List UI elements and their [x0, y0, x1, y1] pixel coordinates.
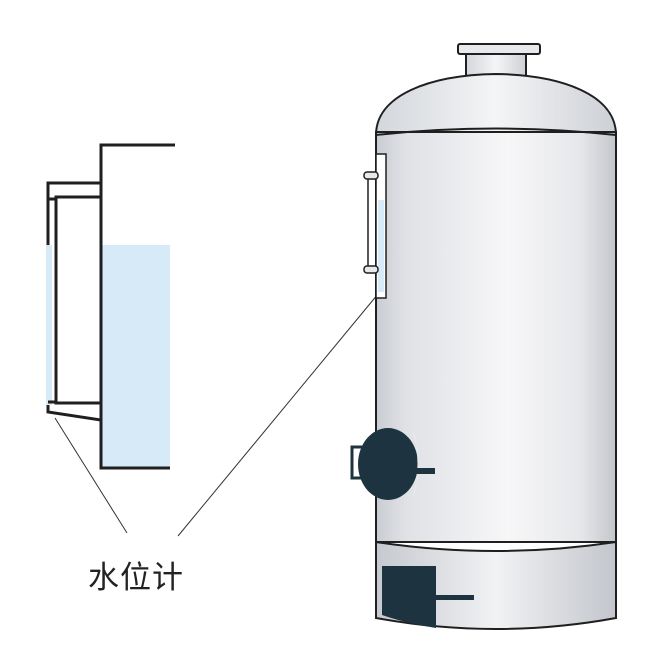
water-gauge-label: 水位计: [88, 560, 184, 596]
gauge-water: [46, 245, 52, 405]
gauge-glass-water: [378, 200, 384, 292]
tank-water: [101, 245, 170, 468]
port-handle: [350, 445, 364, 480]
inspection-port: [358, 428, 418, 500]
gauge-detail: [46, 143, 175, 470]
tank-wall-outline: [46, 143, 175, 202]
tank-dome: [374, 72, 618, 136]
top-flange: [457, 43, 541, 55]
water-heater: [350, 43, 618, 630]
leader-line-right: [177, 293, 379, 537]
fire-door: [382, 566, 436, 628]
gauge-top-valve: [363, 171, 379, 180]
leader-line-left: [54, 417, 128, 534]
port-handle-bar: [405, 468, 435, 474]
gauge-bottom-valve: [363, 265, 379, 274]
gauge-inner-frame: [54, 195, 103, 405]
ash-lever: [434, 595, 474, 600]
